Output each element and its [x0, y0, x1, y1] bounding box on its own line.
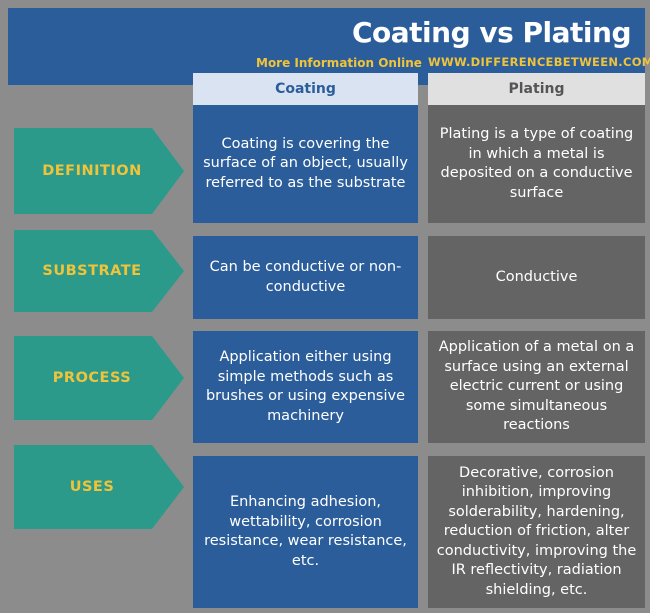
row-label-text: SUBSTRATE — [42, 263, 142, 279]
website-link[interactable]: WWW.DIFFERENCEBETWEEN.COM — [428, 55, 650, 69]
row-label-text: USES — [69, 479, 115, 495]
cell-coating-substrate: Can be conductive or non-conductive — [193, 236, 418, 319]
cell-plating-substrate: Conductive — [428, 236, 645, 319]
arrow-label-shape — [14, 445, 184, 529]
cell-coating-definition: Coating is covering the surface of an ob… — [193, 105, 418, 223]
row-label-uses: USES — [14, 445, 184, 529]
arrow-label-shape — [14, 336, 184, 420]
cell-plating-process: Application of a metal on a surface usin… — [428, 331, 645, 443]
column-header-coating: Coating — [193, 73, 418, 105]
arrow-label-shape — [14, 128, 184, 214]
header-banner: Coating vs Plating More Information Onli… — [8, 8, 650, 85]
cell-coating-process: Application either using simple methods … — [193, 331, 418, 443]
row-label-text: DEFINITION — [42, 163, 142, 179]
cell-plating-definition: Plating is a type of coating in which a … — [428, 105, 645, 223]
row-label-text: PROCESS — [52, 370, 132, 386]
page-title: Coating vs Plating — [351, 16, 632, 49]
cell-coating-uses: Enhancing adhesion, wettability, corrosi… — [193, 456, 418, 608]
row-label-definition: DEFINITION — [14, 128, 184, 214]
row-label-process: PROCESS — [14, 336, 184, 420]
arrow-label-shape — [14, 230, 184, 312]
cell-plating-uses: Decorative, corrosion inhibition, improv… — [428, 456, 645, 608]
row-label-substrate: SUBSTRATE — [14, 230, 184, 312]
column-header-plating: Plating — [428, 73, 645, 105]
more-info-text: More Information Online — [256, 56, 422, 70]
